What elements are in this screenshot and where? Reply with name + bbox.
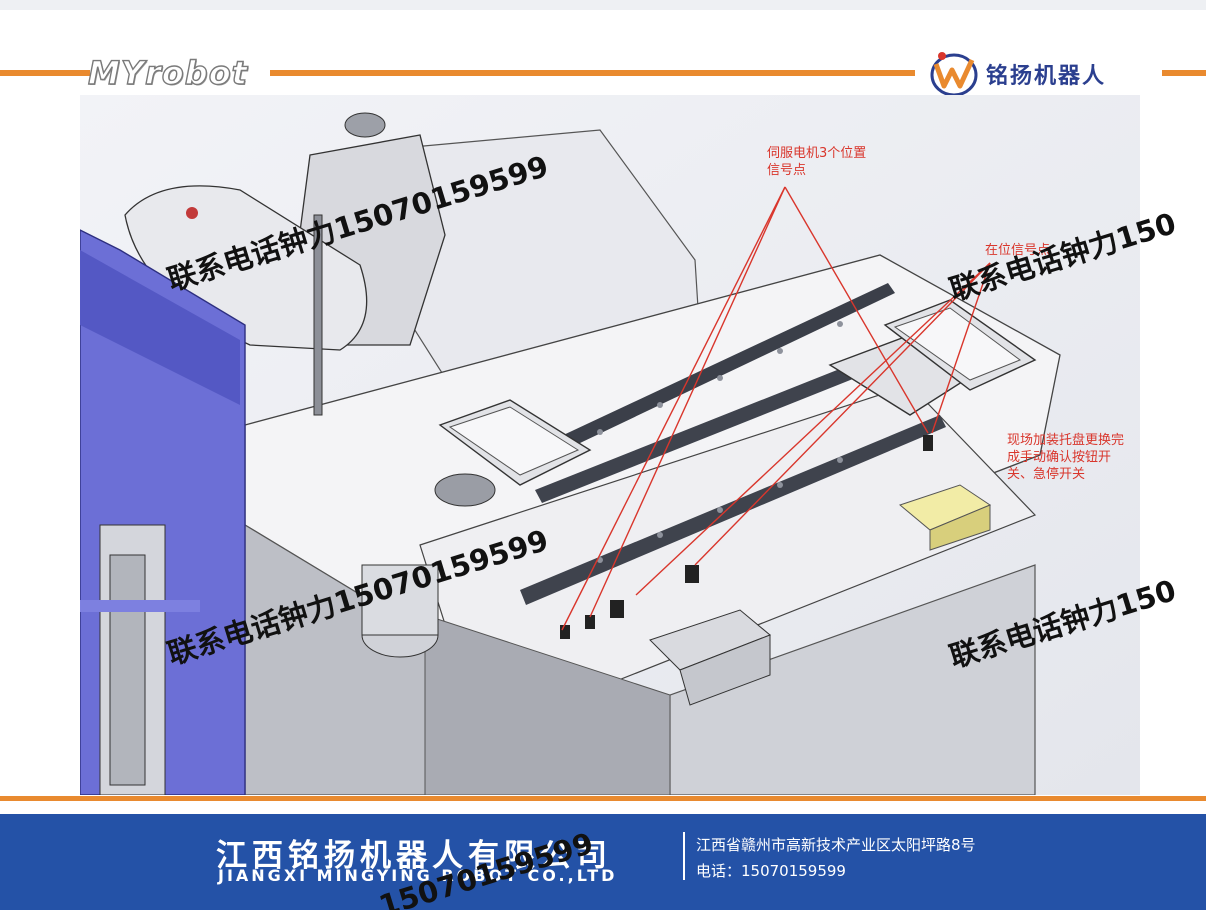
brand-logo-left: MYrobot <box>87 53 248 92</box>
machine-drawing <box>80 95 1140 795</box>
annotation-servo-positions: 伺服电机3个位置信号点 <box>767 146 867 178</box>
brand-mark-icon <box>930 52 978 97</box>
header-rule <box>1162 70 1206 76</box>
top-strip <box>0 0 1206 10</box>
header-rule <box>270 70 915 76</box>
watermark-phone-partial: 150 <box>1112 573 1180 624</box>
annotation-in-position: 在位信号点 <box>985 243 1051 258</box>
brand-name: 铭扬机器人 <box>986 64 1107 89</box>
company-phone: 电话：15070159599 <box>696 862 846 880</box>
brand-logo-right: 铭扬机器人 <box>928 48 1168 98</box>
footer: 江西铭扬机器人有限公司 JIANGXI MINGYING ROBOT CO.,L… <box>0 814 1206 910</box>
footer-divider <box>683 832 685 880</box>
watermark-phone-partial: 150 <box>1112 206 1180 257</box>
company-name-cn: 江西铭扬机器人有限公司 <box>216 838 612 874</box>
company-address: 江西省赣州市高新技术产业区太阳坪路8号 <box>696 836 976 854</box>
company-name-en: JIANGXI MINGYING ROBOT CO.,LTD <box>218 866 618 885</box>
annotation-manual-confirm: 现场加装托盘更换完成手动确认按钮开关、急停开关 <box>1007 433 1125 482</box>
header-rule <box>0 70 90 76</box>
footer-stripe <box>0 796 1206 801</box>
